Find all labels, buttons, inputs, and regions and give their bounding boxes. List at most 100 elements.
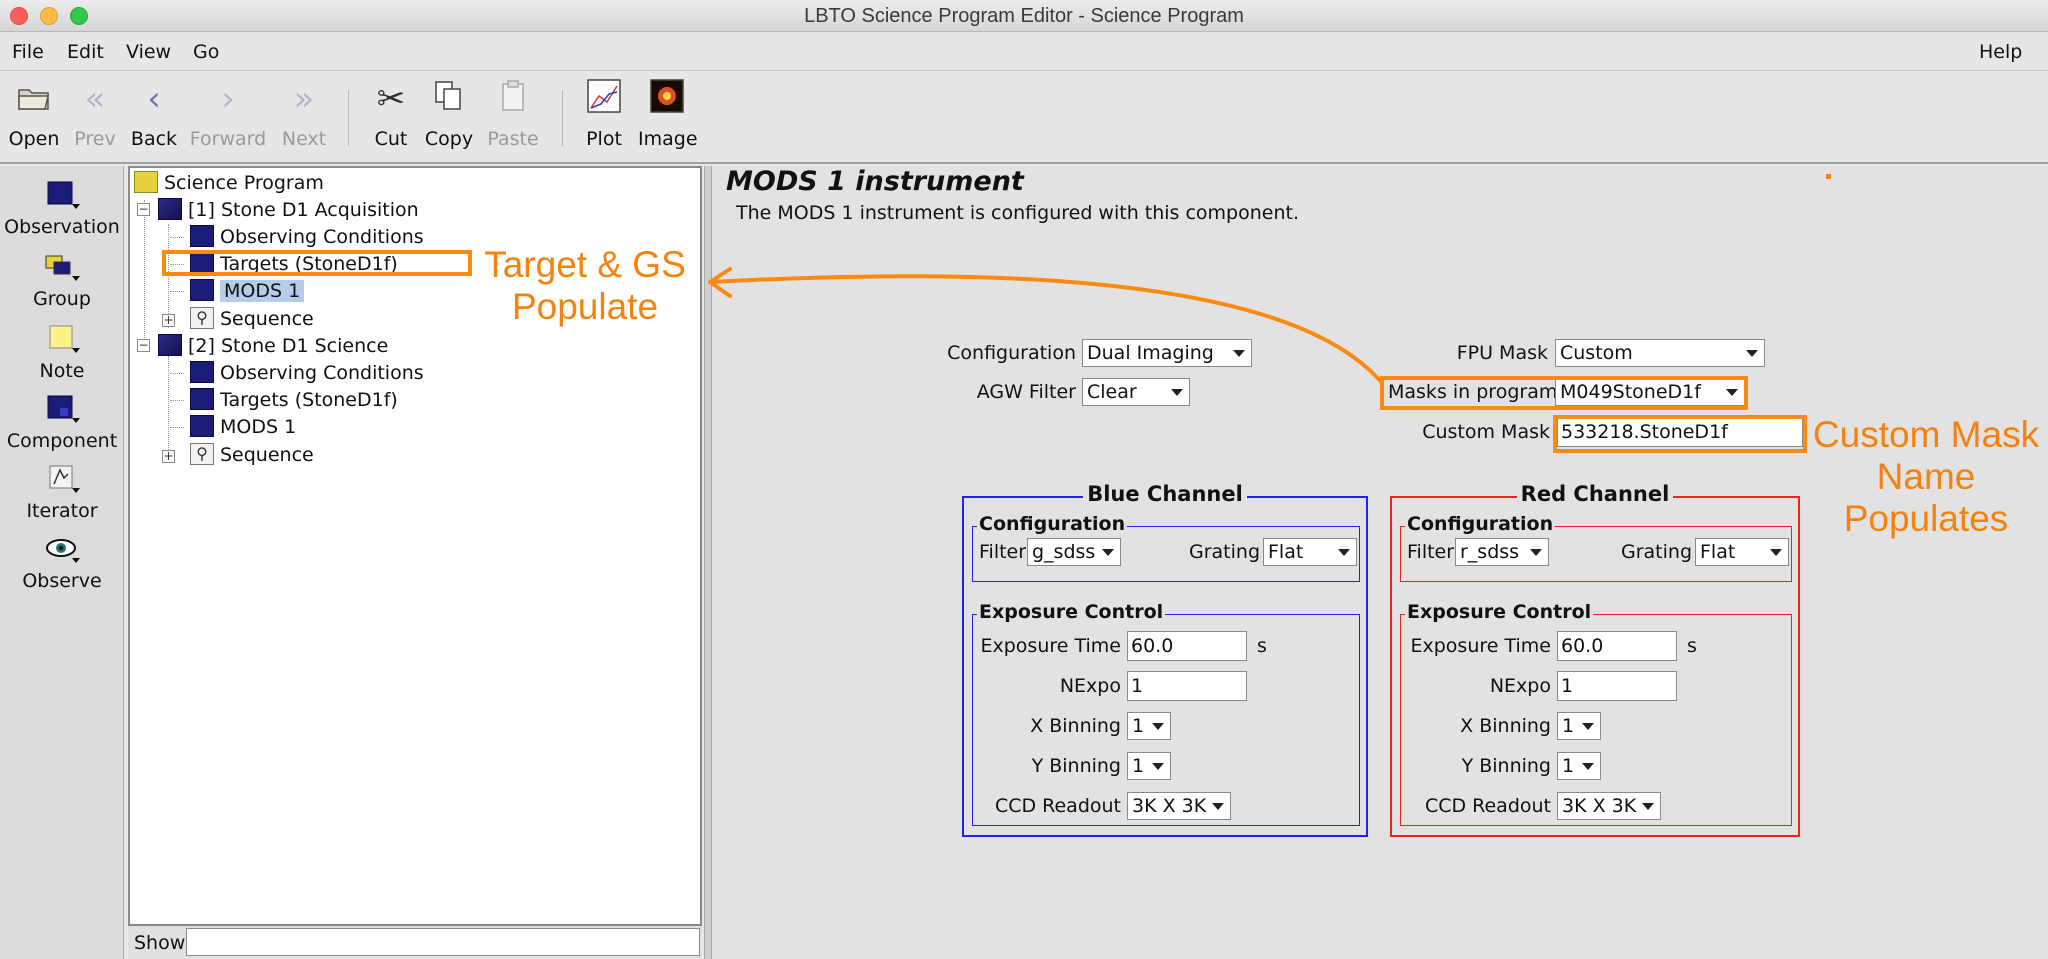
chevron-down-icon <box>1642 803 1654 810</box>
menu-help[interactable]: Help <box>1979 41 2023 63</box>
conditions-component-icon <box>190 360 214 383</box>
tree-guide <box>170 373 184 374</box>
scissors-icon: ✂ <box>376 79 406 119</box>
program-tree: Science Program − [1] Stone D1 Acquisiti… <box>128 166 702 926</box>
paste-button[interactable]: Paste <box>486 78 540 160</box>
instrument-component-icon <box>190 278 214 301</box>
next-button[interactable]: » Next <box>281 79 327 150</box>
blue-xbin-select[interactable]: 1 <box>1127 712 1171 740</box>
folder-icon <box>14 78 54 120</box>
red-exposure-group: Exposure Control Exposure Time 60.0 s NE… <box>1400 601 1792 826</box>
close-window-button[interactable] <box>10 7 28 25</box>
annotation-dot <box>1826 174 1831 179</box>
tree-item-science-program[interactable]: Science Program <box>134 170 324 196</box>
red-filter-select[interactable]: r_sdss <box>1455 538 1549 566</box>
agw-filter-select[interactable]: Clear <box>1082 378 1190 406</box>
double-chevron-right-icon: » <box>293 79 315 119</box>
blue-exptime-input[interactable]: 60.0 <box>1127 631 1247 661</box>
tree-item-obs1-conditions[interactable]: Observing Conditions <box>190 224 424 250</box>
title-bar: LBTO Science Program Editor - Science Pr… <box>0 0 2048 32</box>
blue-filter-select[interactable]: g_sdss <box>1027 538 1121 566</box>
custom-mask-annotation-text: Custom Mask Name Populates <box>1812 414 2040 539</box>
chevron-down-icon <box>1770 549 1782 556</box>
blue-ybin-select[interactable]: 1 <box>1127 752 1171 780</box>
masks-highlight-box <box>1380 376 1748 410</box>
blue-channel-panel: Blue Channel Configuration Filter g_sdss… <box>962 482 1368 837</box>
open-button[interactable]: Open <box>6 78 62 160</box>
tree-item-obs2-sequence[interactable]: ⚲Sequence <box>190 442 314 468</box>
panel-splitter[interactable] <box>704 166 712 959</box>
annotation-arrow <box>708 267 1384 385</box>
tree-guide <box>170 237 184 238</box>
image-button[interactable]: Image <box>638 78 698 160</box>
tree-guide <box>170 291 184 292</box>
tree-item-obs1-instrument[interactable]: MODS 1 <box>190 278 305 304</box>
forward-button[interactable]: › Forward <box>189 79 267 150</box>
plot-button[interactable]: Plot <box>584 78 624 160</box>
tree-guide <box>168 224 169 328</box>
observation-icon <box>158 197 182 220</box>
observe-palette-button[interactable]: Observe <box>0 534 124 592</box>
expand-toggle-obs2-sequence[interactable]: + <box>162 449 175 463</box>
prev-button[interactable]: « Prev <box>74 79 116 150</box>
minimize-window-button[interactable] <box>40 7 58 25</box>
editor-title: MODS 1 instrument <box>726 166 1024 197</box>
menu-go[interactable]: Go <box>193 41 220 63</box>
tree-filter-bar: Show <box>128 926 702 959</box>
blue-exptime-label: Exposure Time <box>980 635 1122 657</box>
red-exptime-input[interactable]: 60.0 <box>1557 631 1677 661</box>
blue-nexpo-input[interactable]: 1 <box>1127 671 1247 701</box>
blue-grating-select[interactable]: Flat <box>1263 538 1357 566</box>
blue-ccd-label: CCD Readout <box>994 795 1121 817</box>
cut-button[interactable]: ✂ Cut <box>370 78 412 160</box>
tree-item-obs2-instrument[interactable]: MODS 1 <box>190 414 296 440</box>
configuration-select[interactable]: Dual Imaging <box>1082 339 1252 367</box>
chevron-left-icon: ‹ <box>147 79 161 119</box>
tree-item-obs1-targets[interactable]: Targets (StoneD1f) <box>190 251 398 277</box>
tree-guide <box>144 200 145 344</box>
zoom-window-button[interactable] <box>70 7 88 25</box>
menu-edit[interactable]: Edit <box>67 41 104 63</box>
red-ybin-select[interactable]: 1 <box>1557 752 1601 780</box>
red-xbin-select[interactable]: 1 <box>1557 712 1601 740</box>
custom-mask-label: Custom Mask <box>1422 421 1550 443</box>
red-channel-title: Red Channel <box>1392 482 1798 506</box>
expand-toggle-obs1-sequence[interactable]: + <box>162 313 175 327</box>
collapse-toggle-obs2[interactable]: − <box>137 338 150 352</box>
red-ccd-select[interactable]: 3K X 3K <box>1557 792 1661 820</box>
red-filter-label: Filter <box>1407 541 1455 563</box>
tree-item-obs2-conditions[interactable]: Observing Conditions <box>190 360 424 386</box>
tree-item-obs1-sequence[interactable]: ⚲Sequence <box>190 306 314 332</box>
red-nexpo-input[interactable]: 1 <box>1557 671 1677 701</box>
blue-channel-title: Blue Channel <box>964 482 1366 506</box>
blue-ccd-select[interactable]: 3K X 3K <box>1127 792 1231 820</box>
collapse-toggle-obs1[interactable]: − <box>137 202 150 216</box>
red-grating-select[interactable]: Flat <box>1695 538 1789 566</box>
observation-palette-button[interactable]: Observation <box>0 180 124 238</box>
copy-button[interactable]: Copy <box>424 78 474 160</box>
back-button[interactable]: ‹ Back <box>130 79 178 150</box>
blue-exptime-unit: s <box>1257 635 1267 657</box>
show-filter-input[interactable] <box>186 928 700 956</box>
note-palette-button[interactable]: Note <box>0 324 124 382</box>
tree-item-obs1[interactable]: [1] Stone D1 Acquisition <box>158 197 419 223</box>
menu-file[interactable]: File <box>12 41 44 63</box>
targets-component-icon <box>190 387 214 410</box>
fpu-mask-select[interactable]: Custom <box>1555 339 1765 367</box>
group-palette-button[interactable]: Group <box>0 252 124 310</box>
iterator-palette-button[interactable]: Iterator <box>0 464 124 522</box>
editor-description: The MODS 1 instrument is configured with… <box>736 202 1300 224</box>
tree-guide <box>168 356 169 460</box>
red-exptime-label: Exposure Time <box>1410 635 1552 657</box>
chevron-down-icon <box>1212 803 1224 810</box>
tree-item-obs2-targets[interactable]: Targets (StoneD1f) <box>190 387 398 413</box>
menu-view[interactable]: View <box>126 41 172 63</box>
tree-item-obs2[interactable]: [2] Stone D1 Science <box>158 333 388 359</box>
observation-icon <box>40 180 84 214</box>
component-editor <box>712 166 2048 959</box>
science-program-icon <box>134 170 158 193</box>
red-grating-label: Grating <box>1621 541 1693 563</box>
sequence-icon: ⚲ <box>190 306 214 329</box>
component-palette-button[interactable]: Component <box>0 394 124 452</box>
blue-exposure-group: Exposure Control Exposure Time 60.0 s NE… <box>972 601 1360 826</box>
